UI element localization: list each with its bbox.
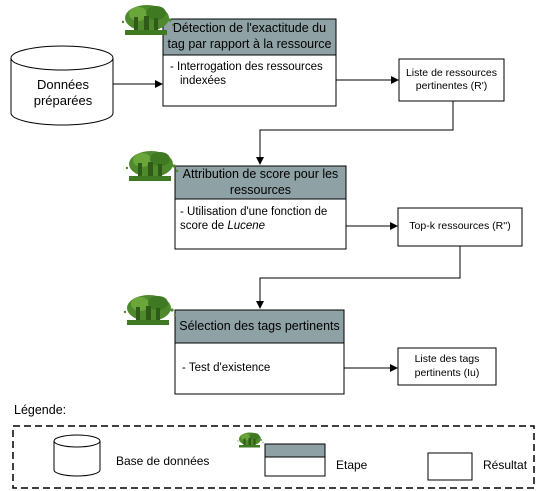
result3-label-line1: Liste des tags [414, 353, 480, 366]
arrow-result1-step2 [256, 101, 454, 165]
step3-description-line1: - Test d'existence [182, 361, 271, 374]
result2-label: Top-k ressources (R'') [399, 209, 521, 245]
result2-label-line1: Top-k ressources (R'') [409, 220, 511, 233]
step2-header [174, 165, 347, 200]
step2-description: - Utilisation d'une fonction de score de… [180, 205, 344, 243]
database-label-line1: Données [36, 76, 90, 92]
step2-body [174, 198, 347, 250]
step2-description-prefix: score de [180, 220, 228, 233]
step2-title: Attribution de score pour les ressources [176, 167, 345, 198]
legend-database-label: Base de données [116, 452, 236, 470]
result3-box [397, 347, 497, 386]
database-label: Données préparées [18, 72, 108, 114]
result1-label-line1: Liste de ressources [405, 66, 498, 79]
step1-description: - Interrogation des ressources indexées [170, 60, 334, 100]
legend-result-text: Résultat [483, 457, 528, 472]
step3-title: Sélection des tags pertinents [176, 311, 343, 342]
step2-description-line2: score de Lucene [180, 219, 265, 233]
database-cylinder [10, 45, 114, 126]
step3-description: - Test d'existence [182, 350, 342, 386]
legend-title: Légende: [14, 402, 134, 420]
result1-box [398, 58, 505, 102]
step2-title-line1: Attribution de score pour les [182, 166, 339, 181]
legend-frame [12, 425, 535, 489]
legend-database-text: Base de données [116, 453, 210, 468]
legend-step-header [264, 443, 326, 458]
step2-description-italic: Lucene [227, 220, 266, 233]
tree-icon [125, 151, 179, 181]
tree-icon [123, 295, 177, 325]
legend-title-text: Légende: [14, 403, 67, 418]
result3-label-line2: pertinents (Iu) [414, 366, 480, 379]
legend-result-label: Résultat [483, 456, 541, 474]
step1-description-line1: - Interrogation des ressources [170, 61, 323, 73]
step3-title-line1: Sélection des tags pertinents [179, 318, 340, 333]
legend-step-label: Etape [336, 456, 396, 474]
result3-label: Liste des tags pertinents (Iu) [399, 349, 495, 384]
step3-header [174, 309, 345, 344]
legend-step-text: Etape [336, 457, 368, 472]
step1-title-line1: Détection de l'exactitude du [172, 21, 327, 36]
result1-label: Liste de ressources pertinentes (R') [400, 60, 503, 100]
legend-result-box [427, 452, 473, 481]
step1-title-line2: tag par rapport à la ressource [167, 37, 332, 51]
step2-description-line1: - Utilisation d'une fonction de [180, 206, 328, 218]
database-label-line2: préparées [33, 93, 93, 108]
arrow-result2-step3 [256, 246, 461, 309]
step1-title: Détection de l'exactitude du tag par rap… [164, 20, 335, 54]
step1-description-line2: indexées [180, 75, 227, 88]
step2-title-line2: ressources [229, 182, 292, 197]
legend-step-body [264, 456, 326, 477]
legend-database-symbol [53, 434, 101, 477]
step1-header [162, 18, 337, 56]
tree-icon [237, 432, 264, 448]
step3-body [174, 342, 345, 395]
result2-box [397, 207, 523, 247]
result1-label-line2: pertinentes (R') [415, 80, 488, 92]
